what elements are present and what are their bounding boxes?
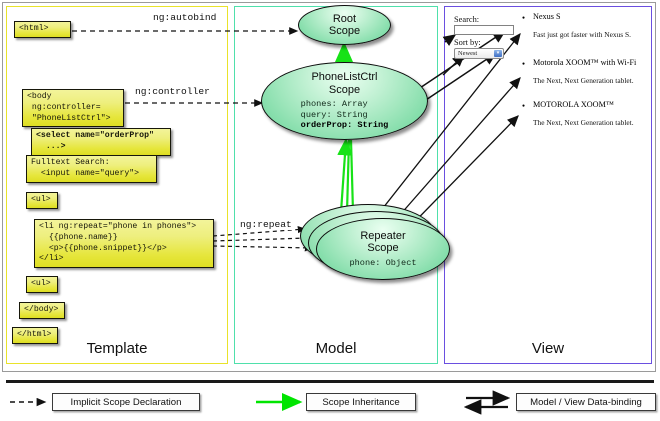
scope-prop-phone: phone: Object: [349, 257, 417, 268]
list-bullet: ●: [522, 104, 526, 109]
view-sort-label: Sort by:: [454, 38, 481, 47]
connector-label-ng-repeat: ng:repeat: [238, 219, 294, 230]
view-search-label: Search:: [454, 15, 480, 24]
scope-repeater-title-line2: Scope: [367, 242, 399, 255]
view-item-snippet: The Next, Next Generation tablet.: [533, 76, 634, 85]
scope-repeater-title-line1: Repeater: [360, 229, 406, 242]
code-box-html-close: </html>: [12, 327, 58, 344]
code-box-ul-close: <ul>: [26, 276, 58, 293]
list-bullet: ●: [522, 62, 526, 67]
legend-item-implicit-scope-declaration: Implicit Scope Declaration: [52, 393, 200, 411]
view-item-snippet: The Next, Next Generation tablet.: [533, 118, 634, 127]
scope-prop-orderprop: orderProp: String: [300, 120, 389, 131]
scope-phonelistctrl-props: phones: Array query: String orderProp: S…: [301, 99, 389, 130]
view-item-snippet: Fast just got faster with Nexus S.: [533, 30, 631, 39]
view-search-input[interactable]: [454, 25, 514, 35]
column-label-view: View: [531, 340, 565, 357]
connector-label-ng-controller: ng:controller: [133, 86, 212, 97]
scope-root: Root Scope: [298, 5, 391, 45]
view-sort-select[interactable]: Newest ▾: [454, 48, 504, 59]
scope-phonelistctrl: PhoneListCtrl Scope phones: Array query:…: [261, 62, 428, 140]
chevron-down-icon: ▾: [494, 50, 502, 57]
legend-separator: [6, 380, 654, 383]
scope-prop-phones: phones: Array: [300, 99, 368, 110]
scope-prop-query: query: String: [300, 109, 368, 120]
column-label-template: Template: [86, 340, 148, 357]
code-box-body-close: </body>: [19, 302, 65, 319]
code-box-ul-open: <ul>: [26, 192, 58, 209]
view-sort-selected-value: Newest: [458, 50, 478, 57]
column-model: Model: [234, 6, 438, 364]
list-bullet: ●: [522, 16, 526, 21]
column-label-model: Model: [315, 340, 357, 357]
code-box-body-open: <body ng:controller= "PhoneListCtrl">: [22, 89, 124, 128]
scope-repeater: Repeater Scope phone: Object: [316, 218, 450, 280]
legend-item-model-view-data-binding: Model / View Data-binding: [516, 393, 656, 411]
code-box-select-orderprop: <select name="orderProp" ...>: [31, 128, 171, 156]
view-item-title: Nexus S: [533, 12, 561, 21]
connector-label-ng-autobind: ng:autobind: [151, 12, 219, 23]
legend-item-scope-inheritance: Scope Inheritance: [306, 393, 416, 411]
scope-phonelistctrl-title-line1: PhoneListCtrl: [311, 71, 378, 84]
view-item-title: Motorola XOOM™ with Wi-Fi: [533, 58, 637, 67]
scope-repeater-props: phone: Object: [349, 258, 416, 268]
scope-root-title-line2: Scope: [328, 25, 361, 37]
view-item-title: MOTOROLA XOOM™: [533, 100, 614, 109]
scope-phonelistctrl-title-line2: Scope: [328, 83, 361, 96]
code-box-html-open: <html>: [14, 21, 71, 38]
scope-root-title-line1: Root: [332, 12, 357, 25]
code-box-fulltext-search: Fulltext Search: <input name="query">: [26, 155, 157, 183]
code-box-li-ng-repeat: <li ng:repeat="phone in phones"> {{phone…: [34, 219, 214, 269]
column-template: Template: [6, 6, 228, 364]
